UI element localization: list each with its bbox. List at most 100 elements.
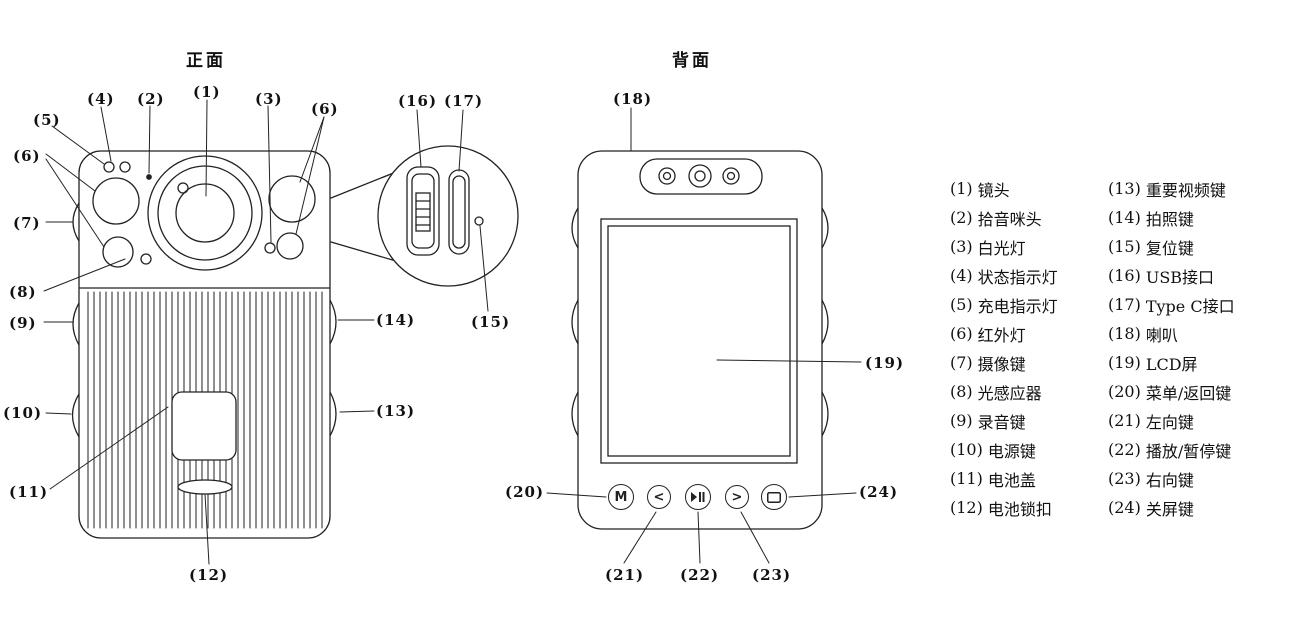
legend-item-number: (3)	[950, 237, 973, 256]
screen-off-button	[761, 484, 787, 510]
battery-cover-details	[171, 391, 237, 495]
legend-item-label: 摄像键	[977, 354, 1026, 374]
front-view-title: 正面	[186, 51, 226, 71]
legend-item-number: (15)	[1108, 237, 1141, 256]
legend-item-number: (21)	[1108, 411, 1141, 430]
legend-item: (14)拍照键	[1108, 203, 1235, 232]
legend-item-label: 右向键	[1145, 470, 1194, 490]
legend-item-number: (6)	[950, 324, 973, 343]
legend-item-label: LCD屏	[1145, 354, 1198, 374]
legend-item-label: 菜单/返回键	[1145, 383, 1232, 403]
legend-item: (19)LCD屏	[1108, 348, 1235, 377]
legend-item: (22)播放/暂停键	[1108, 435, 1235, 464]
legend-item-label: 红外灯	[977, 325, 1026, 345]
legend-item-number: (22)	[1108, 440, 1141, 459]
legend-item: (8)光感应器	[950, 377, 1098, 406]
callout-15: (15)	[471, 313, 511, 331]
play-pause-icon	[691, 492, 705, 502]
legend-item-number: (20)	[1108, 382, 1141, 401]
legend-item: (11)电池盖	[950, 464, 1098, 493]
back-device-outline	[571, 150, 829, 530]
legend-item-number: (16)	[1108, 266, 1141, 285]
left-arrow-icon: <	[653, 489, 665, 505]
legend-item-number: (13)	[1108, 179, 1141, 198]
callout-2: (2)	[137, 90, 165, 108]
legend-item: (18)喇叭	[1108, 319, 1235, 348]
menu-back-button: M	[608, 484, 634, 510]
legend-item-label: 电池盖	[987, 470, 1036, 490]
front-lens-and-lights	[92, 155, 316, 271]
callout-19: (19)	[865, 354, 905, 372]
callout-1: (1)	[193, 83, 221, 101]
legend-item: (5)充电指示灯	[950, 290, 1098, 319]
callout-11: (11)	[9, 483, 49, 501]
legend-column-1: (1)镜头 (2)拾音咪头 (3)白光灯 (4)状态指示灯 (5)充电指示灯 (…	[950, 174, 1098, 522]
callout-17: (17)	[444, 92, 484, 110]
legend-item-label: 状态指示灯	[977, 267, 1058, 287]
play-pause-button	[685, 484, 711, 510]
legend-item-number: (19)	[1108, 353, 1141, 372]
legend-item-number: (17)	[1108, 295, 1141, 314]
legend-item: (20)菜单/返回键	[1108, 377, 1235, 406]
legend-item: (2)拾音咪头	[950, 203, 1098, 232]
legend-item-label: USB接口	[1145, 267, 1215, 287]
legend-item-label: 关屏键	[1145, 499, 1194, 519]
ports-inset	[330, 145, 519, 287]
callout-23: (23)	[752, 566, 792, 584]
callout-4: (4)	[87, 90, 115, 108]
legend-item-label: 电源键	[987, 441, 1036, 461]
callout-7: (7)	[13, 214, 41, 232]
lcd-screen	[600, 218, 798, 464]
callout-12: (12)	[189, 566, 229, 584]
legend-item-number: (7)	[950, 353, 973, 372]
callout-3: (3)	[255, 90, 283, 108]
legend-item-number: (1)	[950, 179, 973, 198]
legend-item: (15)复位键	[1108, 232, 1235, 261]
legend-item-label: 喇叭	[1145, 325, 1178, 345]
legend-item-label: 重要视频键	[1145, 180, 1226, 200]
legend-item-number: (23)	[1108, 469, 1141, 488]
legend-item-number: (24)	[1108, 498, 1141, 517]
callout-22: (22)	[680, 566, 720, 584]
usb-port-icon	[406, 166, 440, 256]
legend-item-label: 光感应器	[977, 383, 1042, 403]
legend-item: (13)重要视频键	[1108, 174, 1235, 203]
legend-item-label: 白光灯	[977, 238, 1026, 258]
callout-8: (8)	[9, 283, 37, 301]
legend-item-number: (9)	[950, 411, 973, 430]
legend-item: (16)USB接口	[1108, 261, 1235, 290]
speaker-icon	[639, 158, 763, 195]
legend-item: (23)右向键	[1108, 464, 1235, 493]
reset-hole-icon	[474, 216, 484, 226]
callout-5: (5)	[33, 111, 61, 129]
callout-13: (13)	[376, 402, 416, 420]
legend-item-number: (2)	[950, 208, 973, 227]
callout-6-left: (6)	[13, 147, 41, 165]
legend-item-label: Type C接口	[1145, 296, 1235, 316]
legend-column-2: (13)重要视频键 (14)拍照键 (15)复位键 (16)USB接口 (17)…	[1108, 174, 1235, 522]
legend-item: (7)摄像键	[950, 348, 1098, 377]
legend-item-number: (18)	[1108, 324, 1141, 343]
legend-item-label: 充电指示灯	[977, 296, 1058, 316]
legend-item-label: 复位键	[1145, 238, 1194, 258]
legend-item-label: 拍照键	[1145, 209, 1194, 229]
leader-lines	[43, 99, 862, 565]
legend-item: (12)电池锁扣	[950, 493, 1098, 522]
legend-item-number: (4)	[950, 266, 973, 285]
callout-24: (24)	[859, 483, 899, 501]
callout-14: (14)	[376, 311, 416, 329]
legend-item-label: 电池锁扣	[987, 499, 1052, 519]
legend-item: (1)镜头	[950, 174, 1098, 203]
legend-item: (17)Type C接口	[1108, 290, 1235, 319]
legend-item: (9)录音键	[950, 406, 1098, 435]
callout-9: (9)	[9, 314, 37, 332]
callout-20: (20)	[505, 483, 545, 501]
back-view-title: 背面	[672, 51, 712, 71]
legend-item-number: (11)	[950, 469, 983, 488]
menu-button-label: M	[614, 489, 628, 505]
legend-item-label: 镜头	[977, 180, 1010, 200]
legend-item-label: 播放/暂停键	[1145, 441, 1232, 461]
left-key-button: <	[647, 485, 671, 509]
right-key-button: >	[725, 485, 749, 509]
